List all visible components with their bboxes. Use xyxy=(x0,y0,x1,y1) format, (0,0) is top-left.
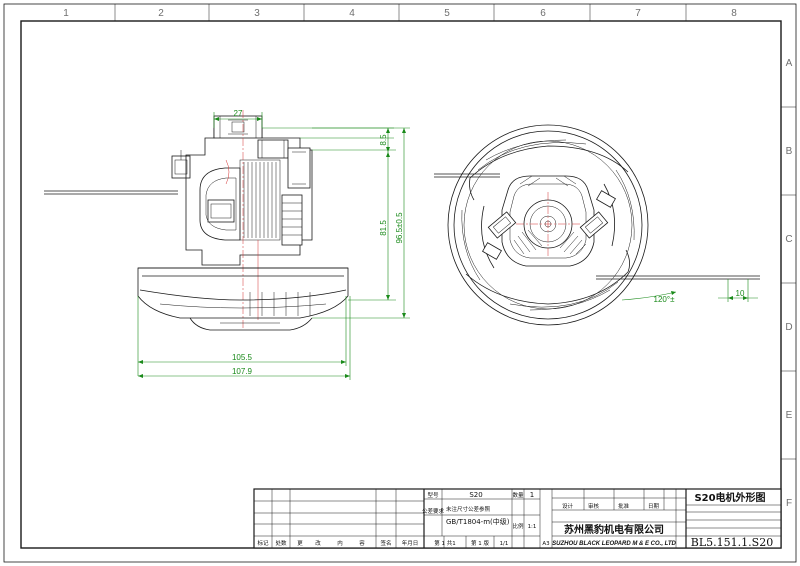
approve-label: 批准 xyxy=(618,502,630,510)
rev-col-mark: 标记 xyxy=(257,539,269,547)
dim-81-5: 81.5 xyxy=(379,220,388,236)
dim-107-9: 107.9 xyxy=(232,367,253,376)
sheet-version: 第 1 版 xyxy=(471,539,489,547)
design-label: 设计 xyxy=(562,502,574,510)
zone-label-side: F xyxy=(786,498,792,509)
drawing-number: BL5.151.1.S20 xyxy=(691,536,773,549)
zone-label-top: 3 xyxy=(254,8,260,19)
zone-label-side: D xyxy=(785,322,792,333)
dim-105-5: 105.5 xyxy=(232,353,253,362)
zone-label-side: C xyxy=(785,234,792,245)
rev-col-date: 年月日 xyxy=(402,539,419,547)
zone-label-top: 6 xyxy=(540,8,546,19)
dim-10: 10 xyxy=(736,289,745,298)
rev-col-change-4: 容 xyxy=(359,539,365,547)
zone-label-top: 2 xyxy=(158,8,164,19)
zone-label-side: E xyxy=(786,410,793,421)
rev-col-change-2: 改 xyxy=(315,539,321,547)
zone-label-side: A xyxy=(786,58,793,69)
model-label: 型号 xyxy=(427,491,439,499)
zone-label-side: B xyxy=(786,146,793,157)
paper-size: A3 xyxy=(542,541,550,547)
drawing-title: S20电机外形图 xyxy=(694,491,765,504)
model-value: S20 xyxy=(469,491,482,499)
company-name-en: SUZHOU BLACK LEOPARD M & E CO., LTD xyxy=(552,541,676,547)
zone-label-top: 8 xyxy=(731,8,737,19)
company-name-cn: 苏州黑豹机电有限公司 xyxy=(564,523,664,536)
scale-value: 1:1 xyxy=(528,524,537,530)
rev-col-change-1: 更 xyxy=(297,540,303,547)
rev-col-count: 处数 xyxy=(275,539,287,547)
sheet-total: 第 1 共1 xyxy=(434,539,456,547)
tolerance-note-2: GB/T1804-m(中级) xyxy=(446,517,510,526)
front-view: 120°± 10 xyxy=(434,124,760,326)
title-block: 型号 S20 数量 1 公差要求 未注尺寸公差参照 GB/T1804-m(中级)… xyxy=(253,488,782,549)
dim-27: 27 xyxy=(234,109,243,118)
rev-col-sign: 签名 xyxy=(380,539,391,547)
tolerance-req-label: 公差要求 xyxy=(422,507,445,515)
dim-8-5: 8.5 xyxy=(379,134,388,146)
zone-label-top: 1 xyxy=(63,8,69,19)
side-view: 27 8.5 81.5 96.5±0.5 105.5 107.9 xyxy=(44,109,410,380)
tolerance-note-1: 未注尺寸公差参照 xyxy=(446,505,491,513)
sheet-count: 1/1 xyxy=(500,541,509,547)
zone-label-top: 7 xyxy=(635,8,641,19)
date-label: 日期 xyxy=(648,503,660,510)
drawing-frame: 1 2 3 4 5 6 7 8 A B C D E F xyxy=(3,3,797,563)
quantity-label: 数量 xyxy=(512,491,524,499)
scale-label: 比例 xyxy=(512,522,524,530)
quantity-value: 1 xyxy=(530,491,534,499)
dim-120-deg: 120°± xyxy=(654,295,676,304)
dim-96-5: 96.5±0.5 xyxy=(395,212,404,244)
zone-label-top: 5 xyxy=(444,8,450,19)
zone-label-top: 4 xyxy=(349,8,355,19)
check-label: 审核 xyxy=(588,502,600,510)
rev-col-change-3: 内 xyxy=(337,539,343,547)
